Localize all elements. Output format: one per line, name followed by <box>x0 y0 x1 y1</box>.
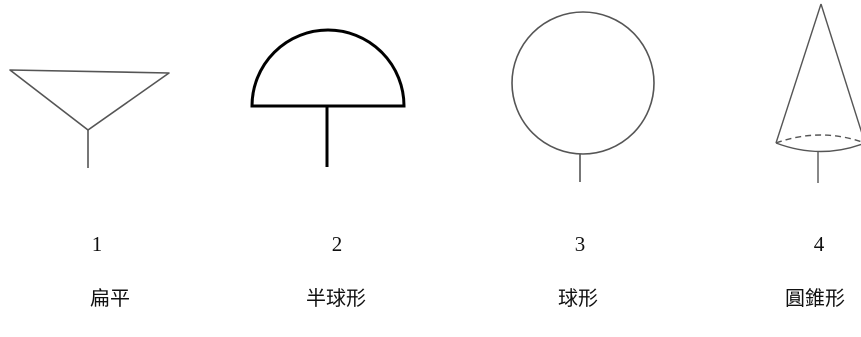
item-number: 3 <box>520 232 640 256</box>
cone-on-stem-icon <box>776 4 861 183</box>
item-label: 扁平 <box>50 286 170 310</box>
half-sphere-on-stem-icon <box>252 30 404 167</box>
item-number: 2 <box>277 232 397 256</box>
inverted-triangle-on-stem-icon <box>10 70 169 168</box>
circle-on-stem-icon <box>512 12 654 182</box>
item-label: 半球形 <box>276 286 396 310</box>
item-label: 球形 <box>518 286 638 310</box>
item-number: 4 <box>759 232 861 256</box>
item-label: 圓錐形 <box>755 286 861 310</box>
item-number: 1 <box>37 232 157 256</box>
